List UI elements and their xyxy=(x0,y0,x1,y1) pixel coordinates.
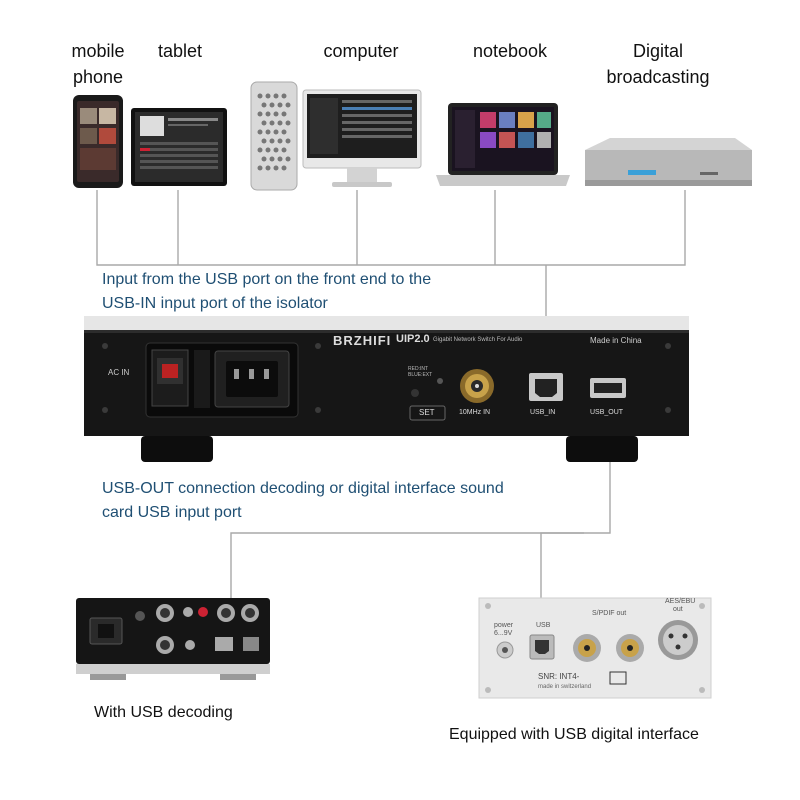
interface-power-label: power xyxy=(494,622,514,629)
interface-label: Equipped with USB digital interface xyxy=(449,726,699,743)
usb-decoder-image xyxy=(76,598,270,680)
blue-ext-label: BLUE:EXT xyxy=(408,372,433,378)
usb-in-port xyxy=(529,373,563,401)
device-subtitle: Gigabit Network Switch For Audio xyxy=(433,337,523,343)
desktop-tower-image xyxy=(250,81,298,191)
red-int-label: RED:INT xyxy=(408,366,428,372)
source-label-notebook: notebook xyxy=(472,41,548,61)
usb-out-label: USB_OUT xyxy=(590,409,624,416)
usb-digital-interface-image xyxy=(478,597,712,699)
decoder-label: With USB decoding xyxy=(94,704,233,721)
usb-in-label: USB_IN xyxy=(530,409,556,416)
source-label-digital-broadcasting: Digital broadcasting xyxy=(606,41,710,87)
interface-aes-label: AES/EBU xyxy=(665,598,696,605)
source-label-tablet: tablet xyxy=(157,41,203,61)
source-label-mobile-phone: mobile phone xyxy=(71,41,125,87)
notebook-image xyxy=(436,103,570,186)
digital-broadcasting-device-image xyxy=(585,138,752,186)
output-caption-line1: USB-OUT connection decoding or digital i… xyxy=(102,480,504,497)
bnc-connector xyxy=(460,369,494,403)
usb-out-port xyxy=(590,378,626,398)
source-label-computer: computer xyxy=(323,41,399,61)
input-caption-line2: USB-IN input port of the isolator xyxy=(102,295,328,312)
device-brand: BRZHIFI xyxy=(333,333,392,348)
interface-spdif-label: S/PDIF out xyxy=(592,610,627,617)
interface-made-label: made in switzerland xyxy=(538,684,592,690)
clock-in-label: 10MHz IN xyxy=(459,409,491,416)
device-origin: Made in China xyxy=(590,336,642,345)
interface-usb-label: USB xyxy=(536,622,551,629)
ac-in-label: AC IN xyxy=(108,368,130,377)
interface-voltage-label: 6...9V xyxy=(494,630,513,637)
interface-aes-out-label: out xyxy=(673,606,683,613)
set-button[interactable]: SET xyxy=(419,408,435,417)
input-caption-line1: Input from the USB port on the front end… xyxy=(102,271,432,288)
mobile-phone-image xyxy=(73,95,123,188)
power-inlet-module xyxy=(145,342,299,418)
device-model: UIP2.0 xyxy=(396,333,430,345)
computer-monitor-image xyxy=(302,89,422,187)
tablet-image xyxy=(131,108,227,186)
output-caption-line2: card USB input port xyxy=(102,504,242,521)
interface-snr-label: SNR: INT4- xyxy=(538,672,580,681)
